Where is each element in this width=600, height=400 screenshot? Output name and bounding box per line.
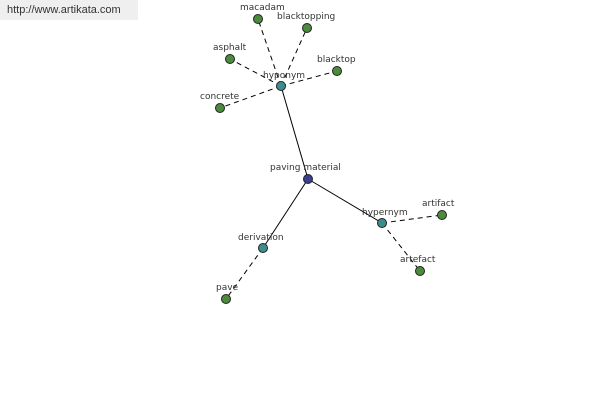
edge-hyponym-blacktop: [280, 70, 338, 87]
term-asphalt-label[interactable]: asphalt: [213, 43, 247, 53]
term-concrete-label[interactable]: concrete: [200, 92, 240, 102]
edge-hypernym-artefact: [381, 222, 421, 272]
term-pave-node[interactable]: [221, 294, 231, 304]
site-url[interactable]: http://www.artikata.com: [0, 0, 138, 20]
edge-hyponym-macadam: [257, 18, 282, 87]
term-artifact-label[interactable]: artifact: [422, 199, 455, 209]
term-asphalt-node[interactable]: [225, 54, 235, 64]
term-artefact-node[interactable]: [415, 266, 425, 276]
relation-derivation-label[interactable]: derivation: [238, 233, 284, 243]
term-artifact-node[interactable]: [437, 210, 447, 220]
term-pave-label[interactable]: pave: [216, 283, 239, 293]
relation-hypernym-label[interactable]: hypernym: [362, 208, 408, 218]
term-macadam-node[interactable]: [253, 14, 263, 24]
edge-hyponym-blacktopping: [280, 27, 308, 87]
term-macadam-label[interactable]: macadam: [240, 3, 285, 13]
edge-derivation-pave: [225, 247, 264, 300]
edge-root-derivation: [262, 178, 309, 249]
term-blacktopping-label[interactable]: blacktopping: [277, 12, 335, 22]
edge-hyponym-concrete: [219, 85, 282, 109]
edge-hyponym-asphalt: [229, 58, 282, 87]
edge-root-hyponym: [280, 85, 309, 180]
nodes-layer: [215, 14, 447, 304]
edges-layer: [219, 18, 443, 300]
term-blacktopping-node[interactable]: [302, 23, 312, 33]
relation-hypernym-node[interactable]: [377, 218, 387, 228]
relation-hyponym-label[interactable]: hyponym: [263, 71, 305, 81]
term-concrete-node[interactable]: [215, 103, 225, 113]
edge-root-hypernym: [307, 178, 383, 224]
relation-hyponym-node[interactable]: [276, 81, 286, 91]
root-paving-material-label[interactable]: paving material: [270, 163, 341, 173]
term-artefact-label[interactable]: artefact: [400, 255, 436, 265]
relation-derivation-node[interactable]: [258, 243, 268, 253]
edge-hypernym-artifact: [381, 214, 443, 224]
term-blacktop-node[interactable]: [332, 66, 342, 76]
term-blacktop-label[interactable]: blacktop: [317, 55, 356, 65]
root-paving-material-node[interactable]: [303, 174, 313, 184]
